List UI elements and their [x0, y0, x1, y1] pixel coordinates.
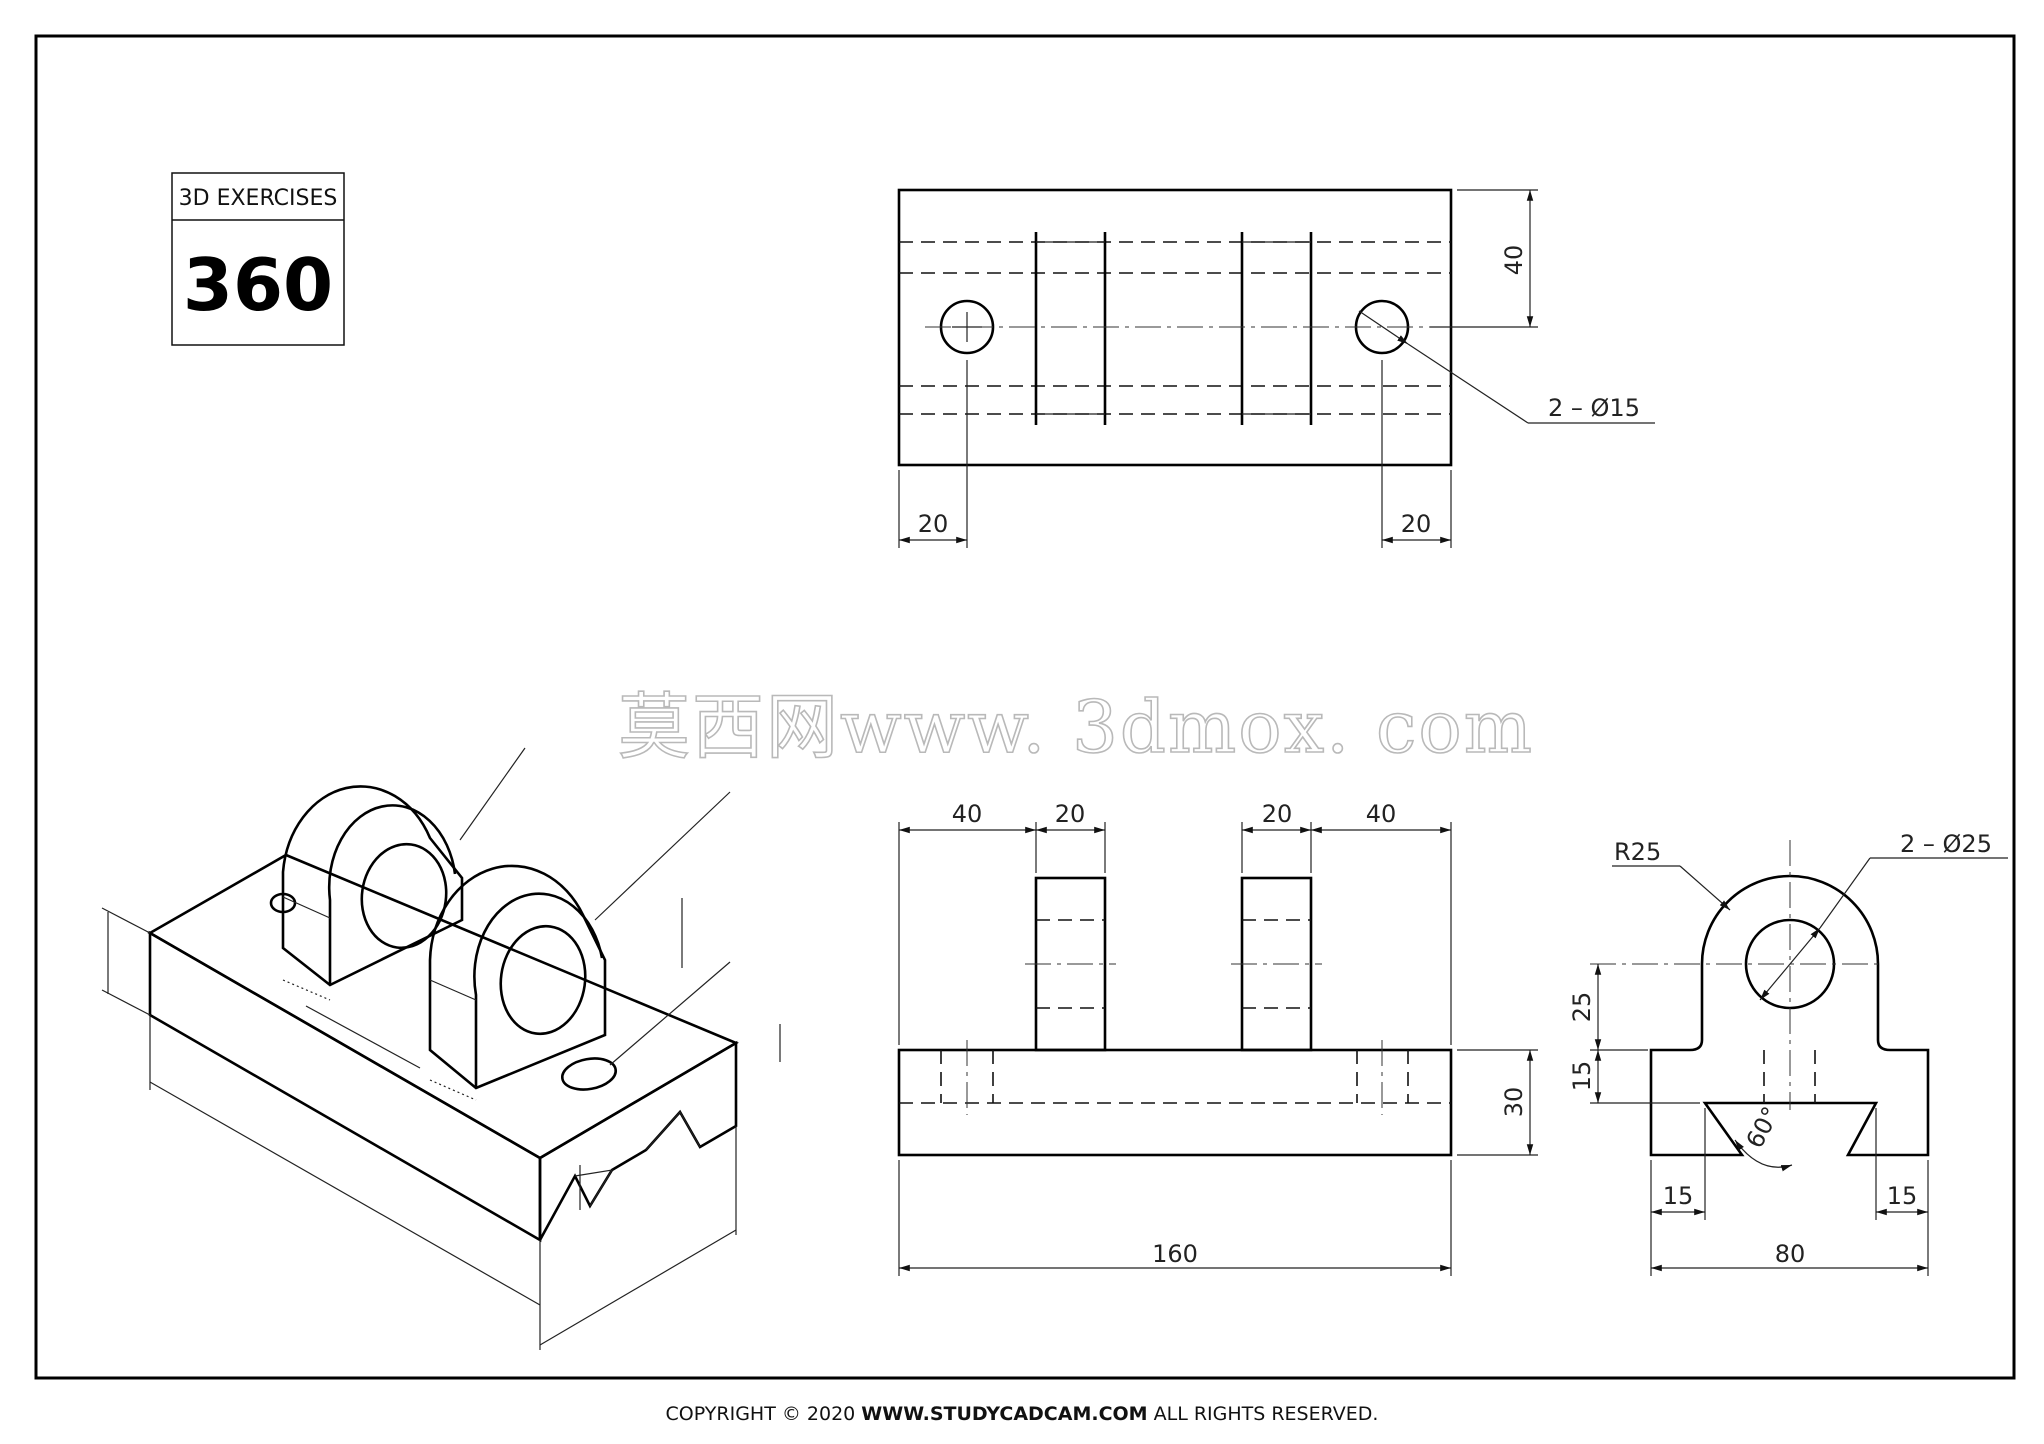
copyright-site: WWW.STUDYCADCAM.COM [861, 1403, 1147, 1425]
side-right-foot: 15 [1887, 1182, 1918, 1210]
top-left-offset: 20 [918, 510, 949, 538]
top-hole-note: 2 – Ø15 [1548, 394, 1640, 422]
front-length-dim: 160 [1152, 1240, 1198, 1268]
side-angle: 60° [1741, 1102, 1786, 1153]
front-dim-1: 40 [952, 800, 983, 828]
isometric-view [101, 747, 781, 1350]
top-width-dim: 40 [1500, 245, 1528, 276]
front-dim-2: 20 [1055, 800, 1086, 828]
side-hole-note: 2 – Ø25 [1900, 830, 1992, 858]
copyright-suffix: ALL RIGHTS RESERVED. [1148, 1403, 1379, 1425]
side-radius-note: R25 [1614, 838, 1661, 866]
side-dim-15: 15 [1568, 1061, 1596, 1092]
front-view: 40 20 20 40 30 160 [897, 800, 1538, 1276]
drawing-border [34, 34, 2016, 1380]
top-right-offset: 20 [1401, 510, 1432, 538]
front-height-dim: 30 [1500, 1087, 1528, 1118]
top-view: 40 2 – Ø15 20 20 [897, 188, 1655, 548]
front-dim-3: 20 [1262, 800, 1293, 828]
copyright-footer: COPYRIGHT © 2020 WWW.STUDYCADCAM.COM ALL… [666, 1403, 1379, 1425]
side-left-foot: 15 [1663, 1182, 1694, 1210]
side-dim-25: 25 [1568, 992, 1596, 1023]
side-view: 2 – Ø25 R25 25 15 60° 15 15 80 [1568, 830, 2008, 1276]
side-width-dim: 80 [1775, 1240, 1806, 1268]
copyright-prefix: COPYRIGHT © 2020 [666, 1403, 862, 1425]
front-dim-4: 40 [1366, 800, 1397, 828]
exercise-badge: 3D EXERCISES 360 [171, 172, 345, 346]
badge-number: 360 [183, 243, 333, 327]
watermark: 莫西网www. 3dmox. com [618, 685, 1534, 769]
badge-label: 3D EXERCISES [179, 186, 338, 211]
